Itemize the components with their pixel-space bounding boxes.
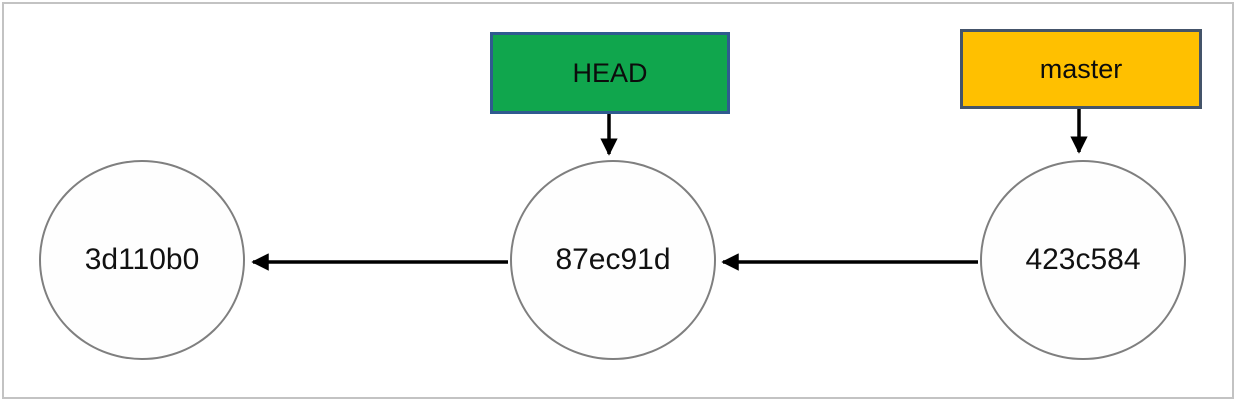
head-tag: HEAD <box>490 32 730 114</box>
master-tag-label: master <box>1039 53 1123 84</box>
commit-node-423c584: 423c584 <box>980 160 1186 360</box>
commit-id-label: 87ec91d <box>555 243 671 276</box>
master-tag: master <box>960 29 1202 109</box>
arrow-layer <box>251 109 1088 271</box>
head-tag-label: HEAD <box>572 57 648 88</box>
commit-node-87ec91d: 87ec91d <box>510 160 716 360</box>
commit-node-3d110b0: 3d110b0 <box>39 160 245 360</box>
commit-id-label: 423c584 <box>1025 243 1141 276</box>
commit-id-label: 3d110b0 <box>84 243 200 276</box>
